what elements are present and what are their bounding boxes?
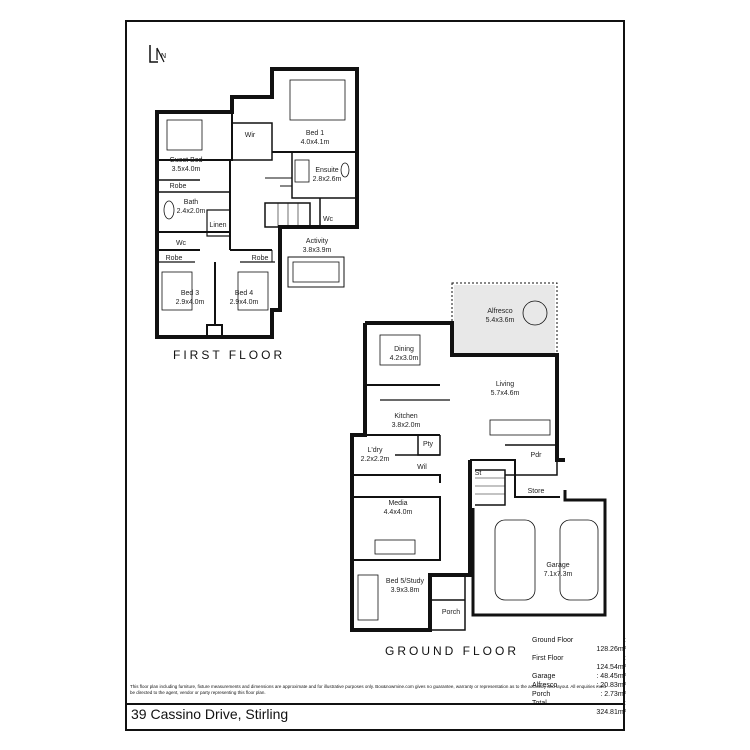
room-size: 4.4x4.0m: [384, 509, 413, 516]
room-name: Media: [388, 500, 407, 507]
room-name: Bed 4: [235, 290, 253, 297]
room-name: Guest Bed: [169, 157, 202, 164]
area-row: Total : 324.81m²: [532, 699, 626, 717]
area-label: First Floor: [532, 655, 564, 662]
room-name: Wir: [245, 132, 256, 139]
area-row: Ground Floor : 128.26m²: [532, 636, 626, 654]
room-name: L'dry: [368, 447, 383, 454]
room-size: 5.7x4.6m: [491, 390, 520, 397]
room-size: 3.8x2.0m: [392, 422, 421, 429]
room-name: Porch: [442, 609, 460, 616]
area-schedule: Ground Floor : 128.26m² First Floor : 124.5…: [532, 636, 626, 717]
area-value: : 128.26m²: [596, 637, 626, 653]
room-name: Robe: [252, 255, 269, 262]
plan-frame: [125, 20, 625, 705]
room-size: 2.8x2.6m: [313, 176, 342, 183]
area-value: : 20.83m²: [596, 682, 626, 689]
room-size: 2.2x2.2m: [361, 456, 390, 463]
room-size: 2.4x2.0m: [177, 208, 206, 215]
room-size: 3.9x3.8m: [391, 587, 420, 594]
first-floor-labels: Guest Bed 3.5x4.0m Wir Bed 1 4.0x4.1m En…: [166, 130, 342, 362]
area-label: Total: [532, 700, 547, 707]
room-name: Store: [528, 488, 545, 495]
area-row: Alfresco : 20.83m²: [532, 681, 626, 690]
room-name: Wc: [323, 216, 334, 223]
room-name: Robe: [170, 183, 187, 190]
north-label: N: [161, 53, 166, 60]
room-name: Bed 3: [181, 290, 199, 297]
room-name: Wil: [417, 464, 427, 471]
room-name: Ensuite: [315, 167, 338, 174]
room-name: Living: [496, 381, 514, 388]
area-value: : 124.54m²: [596, 655, 626, 671]
address-bar: 39 Cassino Drive, Stirling: [125, 703, 625, 731]
room-name: Bed 5/Study: [386, 578, 425, 585]
room-size: 4.2x3.0m: [390, 355, 419, 362]
room-size: 2.9x4.0m: [230, 299, 259, 306]
room-size: 7.1x7.3m: [544, 571, 573, 578]
room-name: Garage: [546, 562, 569, 569]
room-name: Bed 1: [306, 130, 324, 137]
area-row: Garage : 48.45m²: [532, 672, 626, 681]
area-label: Porch: [532, 691, 551, 698]
ground-floor-title: GROUND FLOOR: [385, 644, 519, 658]
ground-floor-plan: [350, 282, 607, 632]
room-name: Dining: [394, 346, 414, 353]
ground-floor-labels: Alfresco 5.4x3.6m Dining 4.2x3.0m Living…: [361, 308, 573, 658]
room-name: Pty: [423, 441, 434, 448]
area-label: Ground Floor: [532, 637, 574, 644]
room-name: Activity: [306, 238, 329, 245]
room-size: 3.8x3.9m: [303, 247, 332, 254]
room-size: 4.0x4.1m: [301, 139, 330, 146]
room-name: Robe: [166, 255, 183, 262]
first-floor-plan: [155, 67, 359, 339]
room-name: St: [475, 470, 482, 477]
room-name: Bath: [184, 199, 199, 206]
room-size: 3.5x4.0m: [172, 166, 201, 173]
property-address: 39 Cassino Drive, Stirling: [131, 706, 289, 722]
room-name: Pdr: [531, 452, 543, 459]
area-label: Alfresco: [532, 682, 558, 689]
disclaimer-text: This floor plan including furniture, fix…: [130, 684, 606, 695]
area-row: Porch : 2.73m²: [532, 690, 626, 699]
area-row: First Floor : 124.54m²: [532, 654, 626, 672]
area-label: Garage: [532, 673, 556, 680]
area-value: : 324.81m²: [596, 700, 626, 716]
first-floor-title: FIRST FLOOR: [173, 348, 285, 362]
room-size: 5.4x3.6m: [486, 317, 515, 324]
room-name: Wc: [176, 240, 187, 247]
area-value: : 2.73m²: [600, 691, 626, 698]
room-name: Alfresco: [487, 308, 512, 315]
north-arrow-icon: N: [149, 45, 166, 63]
room-size: 2.9x4.0m: [176, 299, 205, 306]
room-name: Linen: [209, 222, 226, 229]
room-name: Kitchen: [394, 413, 417, 420]
area-value: : 48.45m²: [596, 673, 626, 680]
